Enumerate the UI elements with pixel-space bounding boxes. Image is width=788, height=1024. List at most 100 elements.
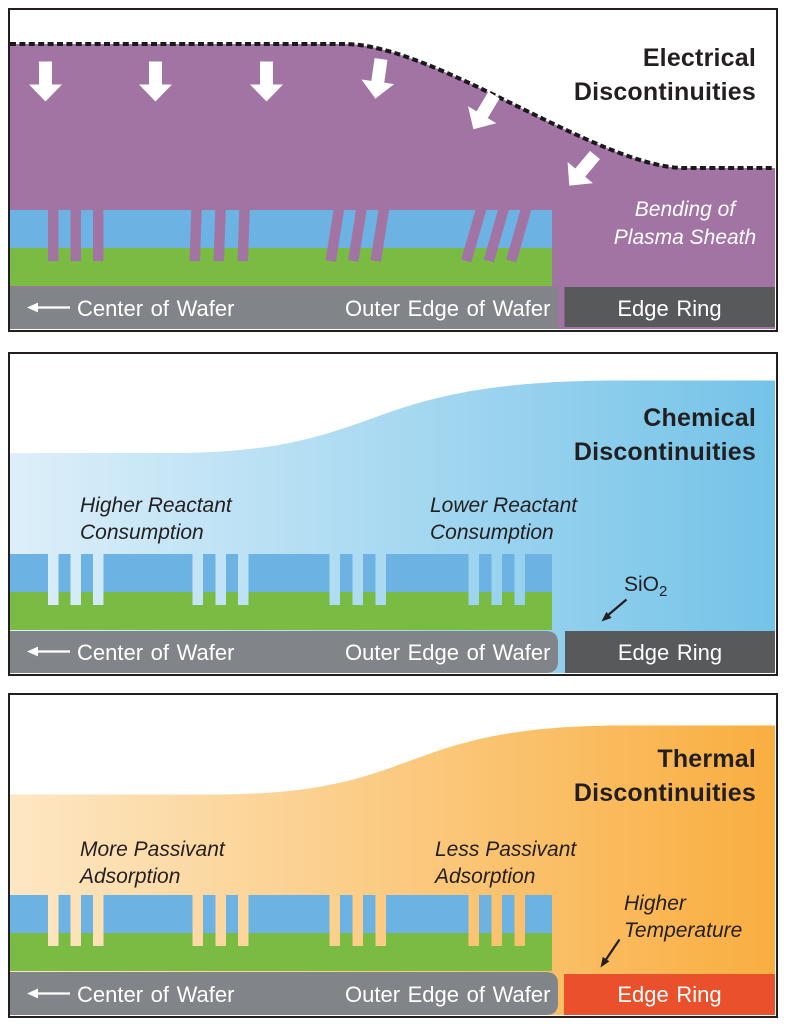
annotation-line1: Bending of <box>634 198 736 221</box>
edge-ring-block <box>564 974 775 1015</box>
trench-bar <box>192 534 203 605</box>
less-passivant-label: Less Passivant Adsorption <box>435 836 576 890</box>
edge-ring-block <box>565 631 775 673</box>
trench-bar <box>514 875 525 946</box>
arrow-head <box>601 611 612 622</box>
label-line1: Higher Reactant <box>80 494 232 517</box>
ion-arrow-icon <box>29 61 62 102</box>
higher-reactant-label: Higher Reactant Consumption <box>80 492 232 546</box>
trench-bar <box>213 189 227 262</box>
trench-bar <box>70 534 81 605</box>
trench-bar <box>491 875 502 946</box>
ion-arrow-icon <box>567 150 600 186</box>
panel-title-thermal: Thermal Discontinuities <box>574 742 756 810</box>
panel-title-chemical: Chemical Discontinuities <box>574 401 756 469</box>
title-line2: Discontinuities <box>573 78 756 106</box>
axis-label-outer-edge: Outer Edge of Wafer <box>345 296 551 321</box>
trench-bar <box>375 875 386 946</box>
thermal-scene <box>10 725 775 1015</box>
trench-bar <box>70 190 81 261</box>
trench-bars <box>48 534 525 605</box>
arrow-head <box>27 646 38 657</box>
trench-bar <box>238 534 249 605</box>
more-passivant-label: More Passivant Adsorption <box>80 836 225 890</box>
edge-ring-label: Edge Ring <box>617 982 722 1007</box>
wafer-axis-bar <box>10 972 558 1015</box>
ion-arrow-icon <box>468 91 500 130</box>
sio2-label: SiO2 <box>624 573 667 600</box>
label-line1: Lower Reactant <box>430 494 578 517</box>
trench-bar <box>93 875 104 946</box>
lower-reactant-label: Lower Reactant Consumption <box>430 492 577 546</box>
axis-label-center-of-wafer: Center of Wafer <box>77 982 235 1007</box>
panel-thermal: Thermal Discontinuities More Passivant A… <box>8 693 778 1018</box>
ion-arrow-icon <box>139 61 172 102</box>
arrow-head <box>600 956 610 968</box>
edge-ring-label: Edge Ring <box>617 640 723 665</box>
title-line1: Electrical <box>642 44 756 72</box>
edge-ring-label: Edge Ring <box>617 296 722 321</box>
wafer-axis-bar <box>10 631 558 673</box>
sio2-subscript: 2 <box>659 583 668 601</box>
title-line1: Chemical <box>643 404 756 432</box>
center-direction-arrow-icon <box>27 646 70 657</box>
arrow-shaft <box>604 938 621 962</box>
axis-label-center-of-wafer: Center of Wafer <box>77 640 235 665</box>
sheath-dashed-line <box>10 42 775 170</box>
trench-bar <box>468 875 479 946</box>
ion-arrow-icon <box>250 61 283 102</box>
trench-bar <box>325 190 348 262</box>
label-line1: More Passivant <box>80 838 225 861</box>
trench-bar <box>348 190 370 262</box>
title-line2: Discontinuities <box>573 438 756 466</box>
trench-bar <box>491 534 502 605</box>
axis-label-center-of-wafer: Center of Wafer <box>77 296 235 321</box>
arrow-head <box>27 988 38 999</box>
trench-bar <box>329 875 340 946</box>
trench-bar <box>189 189 203 262</box>
label-line2: Adsorption <box>435 865 536 888</box>
ion-arrow-icon <box>361 58 395 99</box>
trench-bar <box>215 875 226 946</box>
axis-label-outer-edge: Outer Edge of Wafer <box>345 640 551 665</box>
trench-group-4 <box>461 191 536 263</box>
trench-bar <box>237 189 251 262</box>
trench-bar <box>238 875 249 946</box>
electrical-scene <box>10 42 775 329</box>
chemical-scene <box>10 380 775 673</box>
trench-bar <box>192 875 203 946</box>
arrow-head <box>27 302 38 313</box>
trench-bar <box>514 534 525 605</box>
trench-bar <box>375 534 386 605</box>
label-line2: Consumption <box>80 521 204 544</box>
trench-bar <box>352 534 363 605</box>
title-line1: Thermal <box>657 745 756 773</box>
label-line2: Consumption <box>430 521 554 544</box>
trench-bar <box>93 534 104 605</box>
label-line1: Less Passivant <box>435 838 577 861</box>
title-line2: Discontinuities <box>573 779 756 807</box>
trench-bars <box>48 875 525 946</box>
center-direction-arrow-icon <box>27 302 70 313</box>
edge-ring-block <box>564 287 775 327</box>
trench-bar <box>468 534 479 605</box>
annotation-line2: Plasma Sheath <box>613 226 757 249</box>
trench-group-1 <box>48 190 104 261</box>
temperature-callout-arrow-icon <box>600 938 621 968</box>
trench-bar <box>370 190 393 262</box>
higher-temperature-label: Higher Temperature <box>624 890 742 944</box>
ion-arrows <box>29 58 600 186</box>
sio2-callout-arrow-icon <box>601 598 628 622</box>
trench-bar <box>215 534 226 605</box>
trench-bar <box>48 534 59 605</box>
label-line2: Adsorption <box>80 865 181 888</box>
panel-title-electrical: Electrical Discontinuities <box>574 41 756 109</box>
trench-bar <box>461 191 491 263</box>
center-direction-arrow-icon <box>27 988 70 999</box>
trench-bar <box>70 875 81 946</box>
axis-label-outer-edge: Outer Edge of Wafer <box>345 982 551 1007</box>
callout-line1: Higher <box>624 892 686 915</box>
callout-line2: Temperature <box>624 919 743 942</box>
sio2-base: SiO <box>624 573 660 596</box>
trench-bar <box>483 191 514 263</box>
